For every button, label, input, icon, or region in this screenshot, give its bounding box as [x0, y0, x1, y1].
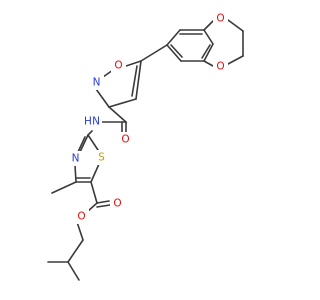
dioxane-oxygen-bottom: O — [216, 61, 224, 73]
thiazole-sulfur: S — [98, 152, 105, 164]
structure-svg: O O O N H N O N S O O — [47, 11, 244, 281]
benzene-ring — [166, 29, 214, 62]
atom-labels: O O O N H N O N S O O — [68, 11, 228, 224]
isoxazole-oxygen: O — [114, 60, 122, 72]
dioxane-oxygen-top: O — [216, 13, 224, 25]
amide-nitrogen: N — [92, 116, 100, 128]
ester-carbonyl-oxygen: O — [113, 198, 121, 210]
ester-group — [86, 181, 111, 213]
methyl-bond — [51, 181, 77, 194]
amide-nh-hydrogen: H — [84, 116, 92, 128]
aryl-isoxazole-bond — [140, 44, 168, 62]
amide-group — [101, 106, 127, 136]
ester-ether-oxygen: O — [77, 211, 85, 223]
molecule-diagram: O O O N H N O N S O O — [47, 11, 244, 281]
thiazole-ring — [74, 130, 100, 183]
dioxane-ring — [203, 19, 244, 67]
thiazole-nitrogen: N — [72, 153, 80, 165]
isobutyl-chain — [47, 221, 84, 281]
isoxazole-nitrogen: N — [93, 77, 101, 89]
amide-carbonyl-oxygen: O — [121, 134, 129, 146]
